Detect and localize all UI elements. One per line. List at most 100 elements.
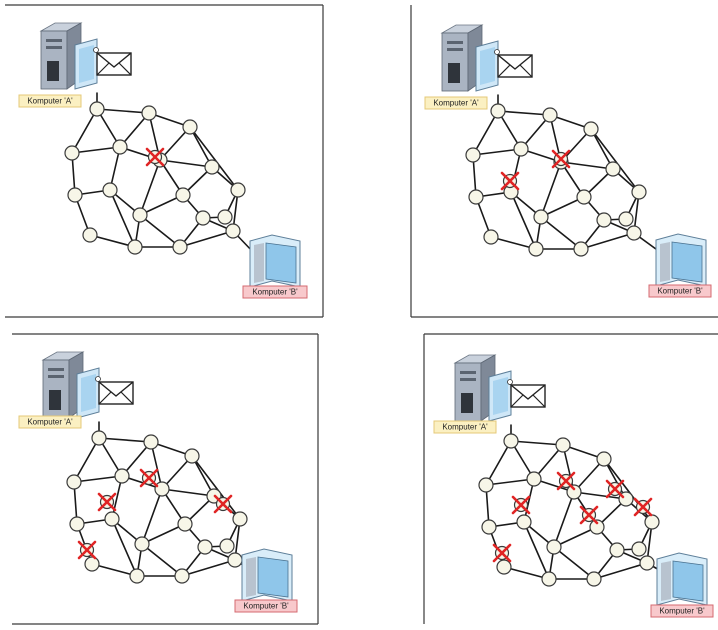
computer-a-label-text: Komputer 'A' bbox=[442, 423, 488, 432]
network-node bbox=[481, 519, 497, 535]
network-link bbox=[485, 440, 512, 486]
network-link bbox=[590, 128, 614, 170]
network-link bbox=[553, 491, 575, 548]
monitor-icon bbox=[475, 40, 500, 92]
failed-node-x-icon bbox=[556, 471, 576, 491]
network-link bbox=[593, 562, 648, 580]
network-link bbox=[139, 194, 184, 216]
envelope-icon bbox=[497, 54, 533, 78]
network-link bbox=[189, 126, 239, 191]
network-node bbox=[576, 189, 592, 205]
network-node bbox=[91, 430, 107, 446]
network-node bbox=[114, 468, 130, 484]
network-link bbox=[189, 126, 213, 168]
network-node bbox=[631, 541, 647, 557]
network-link bbox=[159, 159, 213, 168]
network-link bbox=[150, 441, 163, 490]
network-node bbox=[528, 241, 544, 257]
network-node bbox=[172, 239, 188, 255]
network-link bbox=[73, 437, 100, 483]
network-node bbox=[89, 101, 105, 117]
network-node bbox=[102, 182, 118, 198]
network-node bbox=[644, 514, 660, 530]
network-link bbox=[540, 216, 582, 250]
network-node bbox=[232, 511, 248, 527]
network-svg: Komputer 'A' Komputer 'B' bbox=[410, 5, 718, 318]
network-link bbox=[91, 563, 138, 577]
network-link bbox=[109, 189, 136, 248]
network-link bbox=[553, 526, 598, 548]
monitor-icon bbox=[656, 552, 708, 606]
computer-b-label-text: Komputer 'B' bbox=[657, 287, 703, 296]
monitor-icon bbox=[76, 367, 101, 419]
computer-a-label: Komputer 'A' bbox=[424, 96, 488, 110]
network-link bbox=[191, 455, 215, 497]
network-node bbox=[219, 538, 235, 554]
network-node bbox=[465, 147, 481, 163]
monitor-icon bbox=[488, 370, 513, 422]
network-link bbox=[98, 437, 152, 443]
network-node bbox=[174, 568, 190, 584]
network-link bbox=[191, 455, 241, 520]
network-link bbox=[139, 214, 181, 248]
network-link bbox=[590, 128, 640, 193]
network-node bbox=[555, 437, 571, 453]
computer-b-label-text: Komputer 'B' bbox=[243, 602, 289, 611]
network-node bbox=[589, 519, 605, 535]
network-link bbox=[141, 543, 183, 577]
network-link bbox=[161, 488, 215, 497]
computer-b-label: Komputer 'B' bbox=[242, 285, 308, 299]
failed-node-x-icon bbox=[97, 492, 117, 512]
network-link bbox=[560, 161, 614, 170]
network-node bbox=[132, 207, 148, 223]
network-diagram-panel-4: Komputer 'A'Komputer 'B' bbox=[423, 333, 718, 624]
network-node bbox=[496, 559, 512, 575]
network-link bbox=[540, 161, 562, 218]
network-link bbox=[553, 546, 595, 580]
network-node bbox=[586, 571, 602, 587]
network-nodes bbox=[478, 433, 660, 587]
network-link bbox=[510, 191, 537, 250]
network-node bbox=[84, 556, 100, 572]
network-node bbox=[526, 471, 542, 487]
computer-a-label-text: Komputer 'A' bbox=[27, 97, 73, 106]
network-link bbox=[490, 236, 537, 250]
envelope-icon bbox=[96, 52, 132, 76]
network-link bbox=[96, 108, 150, 114]
network-link bbox=[510, 440, 564, 446]
network-node bbox=[483, 229, 499, 245]
network-diagram-panel-1: Komputer 'A' Komputer 'B' bbox=[5, 4, 324, 318]
network-node bbox=[513, 141, 529, 157]
network-link bbox=[497, 110, 551, 116]
monitor-icon bbox=[655, 233, 707, 287]
network-link bbox=[89, 234, 136, 248]
computer-a-label-text: Komputer 'A' bbox=[27, 418, 73, 427]
network-node bbox=[104, 511, 120, 527]
network-node bbox=[609, 542, 625, 558]
network-link bbox=[472, 110, 499, 156]
network-svg: Komputer 'A' Komputer 'B' bbox=[5, 4, 324, 318]
computer-b-label: Komputer 'B' bbox=[234, 599, 298, 613]
network-svg: Komputer 'A' Komputer 'B' bbox=[12, 333, 319, 625]
network-node bbox=[177, 516, 193, 532]
network-node bbox=[225, 223, 241, 239]
computer-a-label: Komputer 'A' bbox=[18, 415, 82, 429]
computer-a-label-text: Komputer 'A' bbox=[433, 99, 479, 108]
network-link bbox=[71, 146, 121, 154]
network-node bbox=[516, 514, 532, 530]
computer-b-label: Komputer 'B' bbox=[648, 284, 712, 298]
network-node bbox=[618, 211, 634, 227]
network-node bbox=[583, 121, 599, 137]
network-node bbox=[230, 182, 246, 198]
network-node bbox=[626, 225, 642, 241]
network-node bbox=[542, 107, 558, 123]
computer-a-label: Komputer 'A' bbox=[18, 94, 82, 108]
monitor-icon bbox=[241, 548, 293, 602]
network-node bbox=[134, 536, 150, 552]
network-node bbox=[566, 484, 582, 500]
network-node bbox=[129, 568, 145, 584]
failed-node-x-icon bbox=[551, 149, 571, 169]
network-link bbox=[73, 475, 123, 483]
network-nodes bbox=[465, 103, 647, 257]
network-link bbox=[71, 108, 98, 154]
